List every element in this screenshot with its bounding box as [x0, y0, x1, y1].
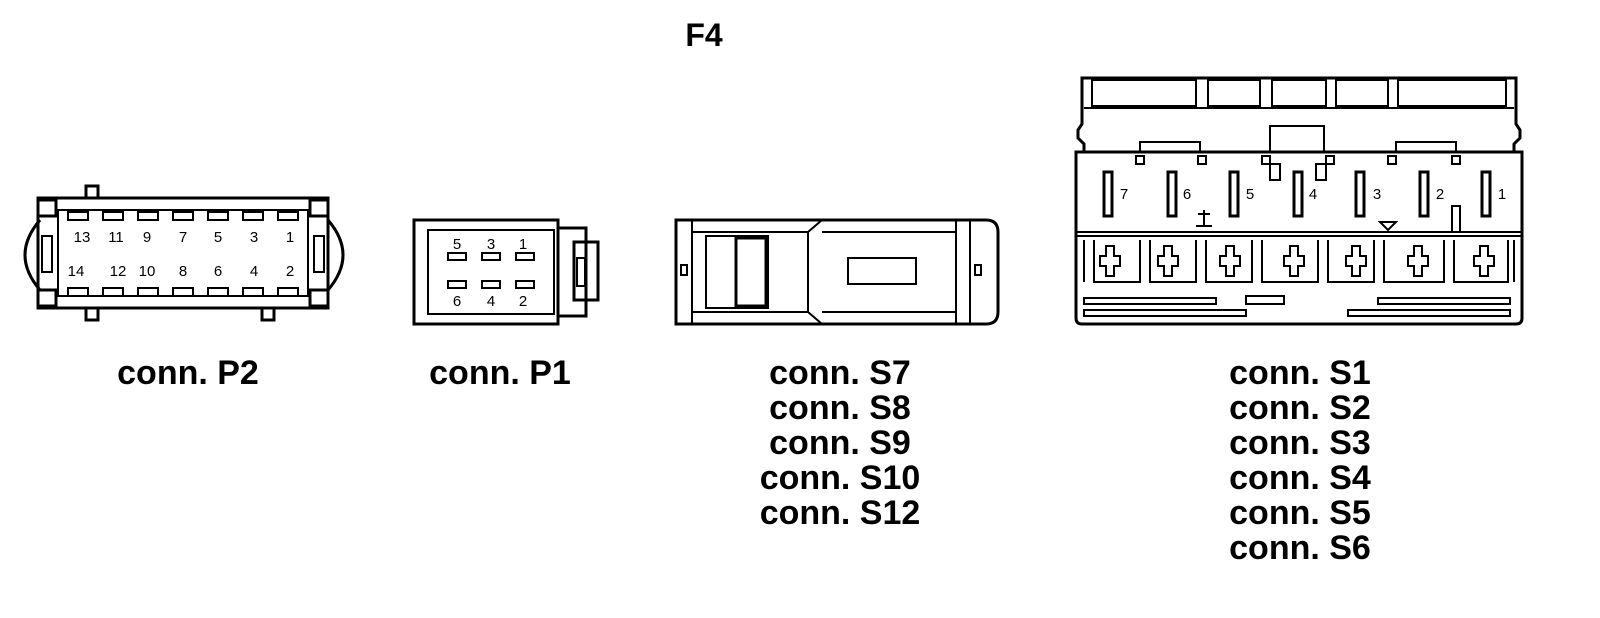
s10-caption: conn. S10: [760, 459, 921, 497]
s1-pin-label: 6: [1183, 186, 1191, 203]
p2-pin-pad: [207, 211, 229, 221]
s3-caption: conn. S3: [1229, 424, 1371, 462]
s1-pin-label: 4: [1309, 186, 1317, 203]
s9-caption: conn. S9: [769, 424, 911, 462]
p2-pin-pad: [137, 211, 159, 221]
p2-pin-pad: [67, 211, 89, 221]
p2-pin-pad: [172, 287, 194, 297]
p2-pin-label: 4: [250, 263, 258, 280]
s6-caption: conn. S6: [1229, 529, 1371, 567]
s1-pin-slot: [1480, 170, 1492, 218]
p2-pin-label: 10: [139, 263, 156, 280]
s8-caption: conn. S8: [769, 389, 911, 427]
p2-right-latch: [326, 219, 345, 291]
s1-pin-label: 2: [1436, 186, 1444, 203]
p2-pin-label: 3: [250, 229, 258, 246]
p2-pin-pad: [102, 211, 124, 221]
connector-p2: 13 11 9 7 5 3 1 14 12 10 8 6 4 2 conn. P…: [23, 184, 345, 392]
p2-pin-label: 9: [143, 229, 151, 246]
s1-pin-slot: [1292, 170, 1304, 218]
s1-pin-label: 5: [1246, 186, 1254, 203]
s7-housing: [674, 218, 1000, 326]
p1-pin-pad: [515, 280, 535, 289]
p2-pin-pad: [277, 211, 299, 221]
s1-terminal-cells: [1083, 240, 1515, 283]
s1-housing: [1074, 150, 1524, 326]
p1-pin-label: 1: [519, 236, 527, 253]
connector-p1: 5 3 1 6 4 2 conn. P1: [412, 218, 600, 392]
s4-caption: conn. S4: [1229, 459, 1371, 497]
s1-pin-slot: [1102, 170, 1114, 218]
p2-caption: conn. P2: [117, 354, 259, 392]
p2-pin-label: 12: [110, 263, 127, 280]
p2-pin-pad: [277, 287, 299, 297]
s1-pin-slot: [1228, 170, 1240, 218]
p2-pin-pad: [137, 287, 159, 297]
s1-pin-label: 1: [1498, 186, 1506, 203]
p1-caption: conn. P1: [429, 354, 571, 392]
s1-caption: conn. S1: [1229, 354, 1371, 392]
s1-top-cap: [1076, 76, 1522, 154]
p2-pin-label: 13: [74, 229, 91, 246]
p2-pin-pad: [207, 287, 229, 297]
s2-caption: conn. S2: [1229, 389, 1371, 427]
p1-housing: [412, 218, 560, 326]
p2-pin-label: 14: [68, 263, 85, 280]
s1-pin-slot: [1166, 170, 1178, 218]
p1-pin-label: 2: [519, 293, 527, 310]
p1-pin-pad: [447, 280, 467, 289]
p2-pin-label: 5: [214, 229, 222, 246]
p1-pin-label: 4: [487, 293, 495, 310]
connector-s1-group: 7 6 5 4 3 2 1 conn. S1 conn. S2 conn. S3: [1074, 76, 1524, 567]
p1-pin-label: 6: [453, 293, 461, 310]
s12-caption: conn. S12: [760, 494, 921, 532]
p2-pin-label: 6: [214, 263, 222, 280]
s7-caption: conn. S7: [769, 354, 911, 392]
s1-pin-label: 7: [1120, 186, 1128, 203]
p1-pin-label: 3: [487, 236, 495, 253]
p1-pin-label: 5: [453, 236, 461, 253]
p2-left-latch: [23, 219, 42, 291]
s5-caption: conn. S5: [1229, 494, 1371, 532]
p2-pin-pad: [102, 287, 124, 297]
connector-s7-group: conn. S7 conn. S8 conn. S9 conn. S10 con…: [674, 218, 1000, 532]
p1-pin-pad: [481, 280, 501, 289]
s1-pin-slot: [1354, 170, 1366, 218]
p2-pin-pad: [67, 287, 89, 297]
p2-pin-pad: [172, 211, 194, 221]
s1-pin-slot: [1418, 170, 1430, 218]
diagram-title: F4: [685, 17, 723, 53]
p2-pin-label: 11: [108, 229, 124, 246]
p2-pin-label: 1: [286, 229, 294, 246]
s1-pin-label: 3: [1373, 186, 1381, 203]
p2-pin-label: 8: [179, 263, 187, 280]
p2-pin-label: 2: [286, 263, 294, 280]
p1-pin-pad: [515, 252, 535, 261]
p2-pin-label: 7: [179, 229, 187, 246]
p1-pin-pad: [447, 252, 467, 261]
p1-pin-pad: [481, 252, 501, 261]
p2-housing: [36, 196, 330, 310]
p2-pin-pad: [242, 211, 264, 221]
p2-pin-pad: [242, 287, 264, 297]
